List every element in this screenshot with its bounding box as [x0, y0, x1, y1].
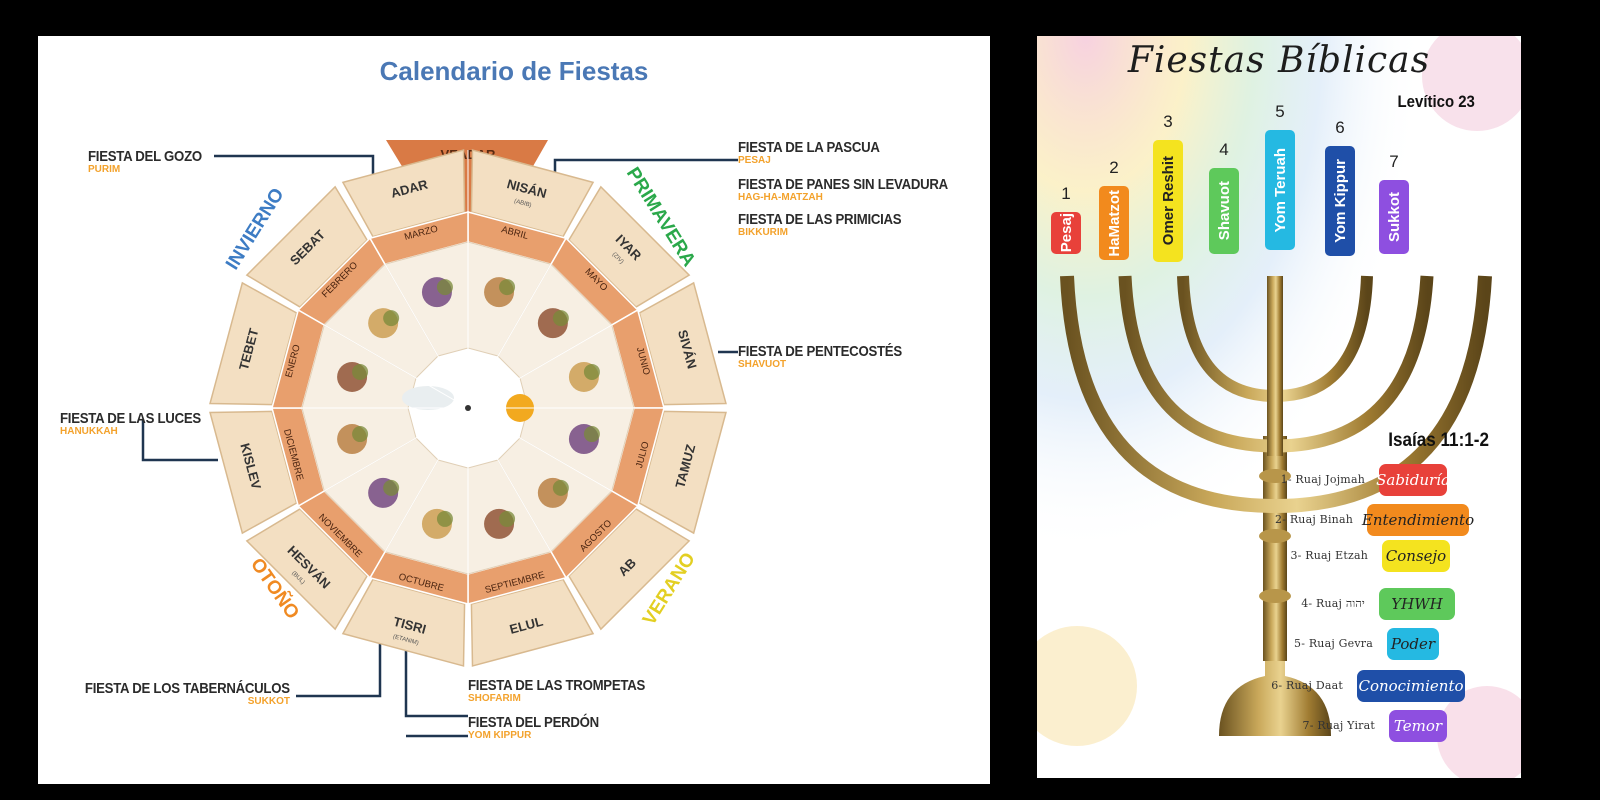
segment-divider	[467, 407, 598, 632]
segment-divider	[244, 278, 469, 409]
hebrew-month-segment	[341, 578, 466, 667]
hebrew-month-segment	[638, 410, 727, 535]
feast-number: 6	[1335, 118, 1345, 137]
feast-pill-label: Yom Kippur	[1331, 159, 1349, 243]
menorah-title: Fiestas Bíblicas	[1127, 40, 1431, 81]
hebrew-month-segment	[245, 185, 368, 308]
segment-divider	[467, 278, 692, 409]
feast-pill-label: HaMatzot	[1105, 189, 1123, 257]
feast-pill-label: Pesaj	[1057, 213, 1075, 253]
feast-pill: Yom Teruah	[1265, 130, 1295, 250]
spirit-tag: Poder	[1387, 628, 1439, 660]
spirit-tag: Temor	[1389, 710, 1447, 742]
spirit-label: 7- Ruaj Yirat	[1302, 719, 1375, 732]
feast-pill: HaMatzot	[1099, 186, 1129, 260]
feast-pill: Pesaj	[1051, 212, 1081, 254]
produce-illustration	[383, 479, 400, 496]
feast-number: 1	[1061, 184, 1071, 203]
produce-illustration	[583, 426, 600, 443]
segment-divider	[338, 184, 469, 409]
hebrew-month-segment	[568, 508, 691, 631]
produce-illustration	[352, 426, 369, 443]
produce-illustration	[499, 279, 516, 296]
hebrew-month-segment	[568, 185, 691, 308]
segment-divider	[338, 407, 469, 632]
hebrew-month-segment	[209, 410, 298, 535]
feast-pill: Sukkot	[1379, 180, 1409, 254]
feast-number: 3	[1163, 112, 1173, 131]
spirit-label: 3- Ruaj Etzah	[1290, 549, 1368, 562]
leader-line-5	[404, 648, 468, 718]
hebrew-month-segment	[341, 149, 466, 238]
feast-pill-label: Sukkot	[1385, 191, 1403, 242]
spirit-tag: Entendimiento	[1362, 504, 1474, 536]
produce-illustration	[436, 510, 453, 527]
leader-line-0	[214, 154, 375, 184]
feast-pill: Shavuot	[1209, 168, 1239, 254]
produce-illustration	[552, 479, 569, 496]
feast-pill: Yom Kippur	[1325, 146, 1355, 256]
spirit-label: 5- Ruaj Gevra	[1294, 637, 1373, 650]
cloud-icon	[402, 386, 454, 410]
produce-illustration	[583, 363, 600, 380]
hebrew-month-sub: (ABIB)	[513, 199, 532, 209]
feast-number: 5	[1275, 102, 1285, 121]
leviticus-reference: Levítico 23	[1397, 92, 1475, 111]
hebrew-month-segment	[638, 281, 727, 406]
hebrew-month-segment	[470, 578, 595, 667]
spirit-label: 1- Ruaj Jojmah	[1280, 473, 1365, 486]
feast-pill: Omer Reshit	[1153, 140, 1183, 262]
produce-illustration	[552, 310, 569, 327]
spirit-tag: Consejo	[1382, 540, 1450, 572]
spirit-label: 6- Ruaj Daat	[1271, 679, 1343, 692]
feast-pill-label: Omer Reshit	[1159, 156, 1177, 246]
spirit-tag: Conocimiento	[1357, 670, 1465, 702]
hebrew-month-segment	[245, 508, 368, 631]
feast-number: 4	[1219, 140, 1229, 159]
calendar-title: Calendario de Fiestas	[379, 56, 649, 86]
leader-line-4	[296, 640, 382, 698]
spirit-label: 2- Ruaj Binah	[1275, 513, 1353, 526]
segment-divider	[467, 407, 692, 538]
produce-illustration	[499, 510, 516, 527]
wheel-center	[465, 405, 471, 411]
produce-illustration	[383, 310, 400, 327]
feast-number: 7	[1389, 152, 1399, 171]
hebrew-month-segment	[470, 149, 595, 238]
feast-pill-label: Yom Teruah	[1271, 147, 1289, 233]
spirit-label: 4- Ruaj יהוה	[1301, 597, 1365, 610]
hebrew-month-segment	[209, 281, 298, 406]
menorah-shape	[1060, 275, 1492, 736]
leader-line-3	[141, 420, 218, 462]
segment-divider	[467, 184, 598, 409]
feast-pill-label: Shavuot	[1215, 181, 1233, 241]
produce-illustration	[436, 279, 453, 296]
produce-illustration	[352, 363, 369, 380]
spirit-tag: Sabiduría	[1376, 464, 1450, 496]
isaiah-reference: Isaías 11:1-2	[1388, 430, 1489, 451]
segment-divider	[244, 407, 469, 538]
feast-number: 2	[1109, 158, 1119, 177]
spirit-tag: YHWH	[1379, 588, 1455, 620]
